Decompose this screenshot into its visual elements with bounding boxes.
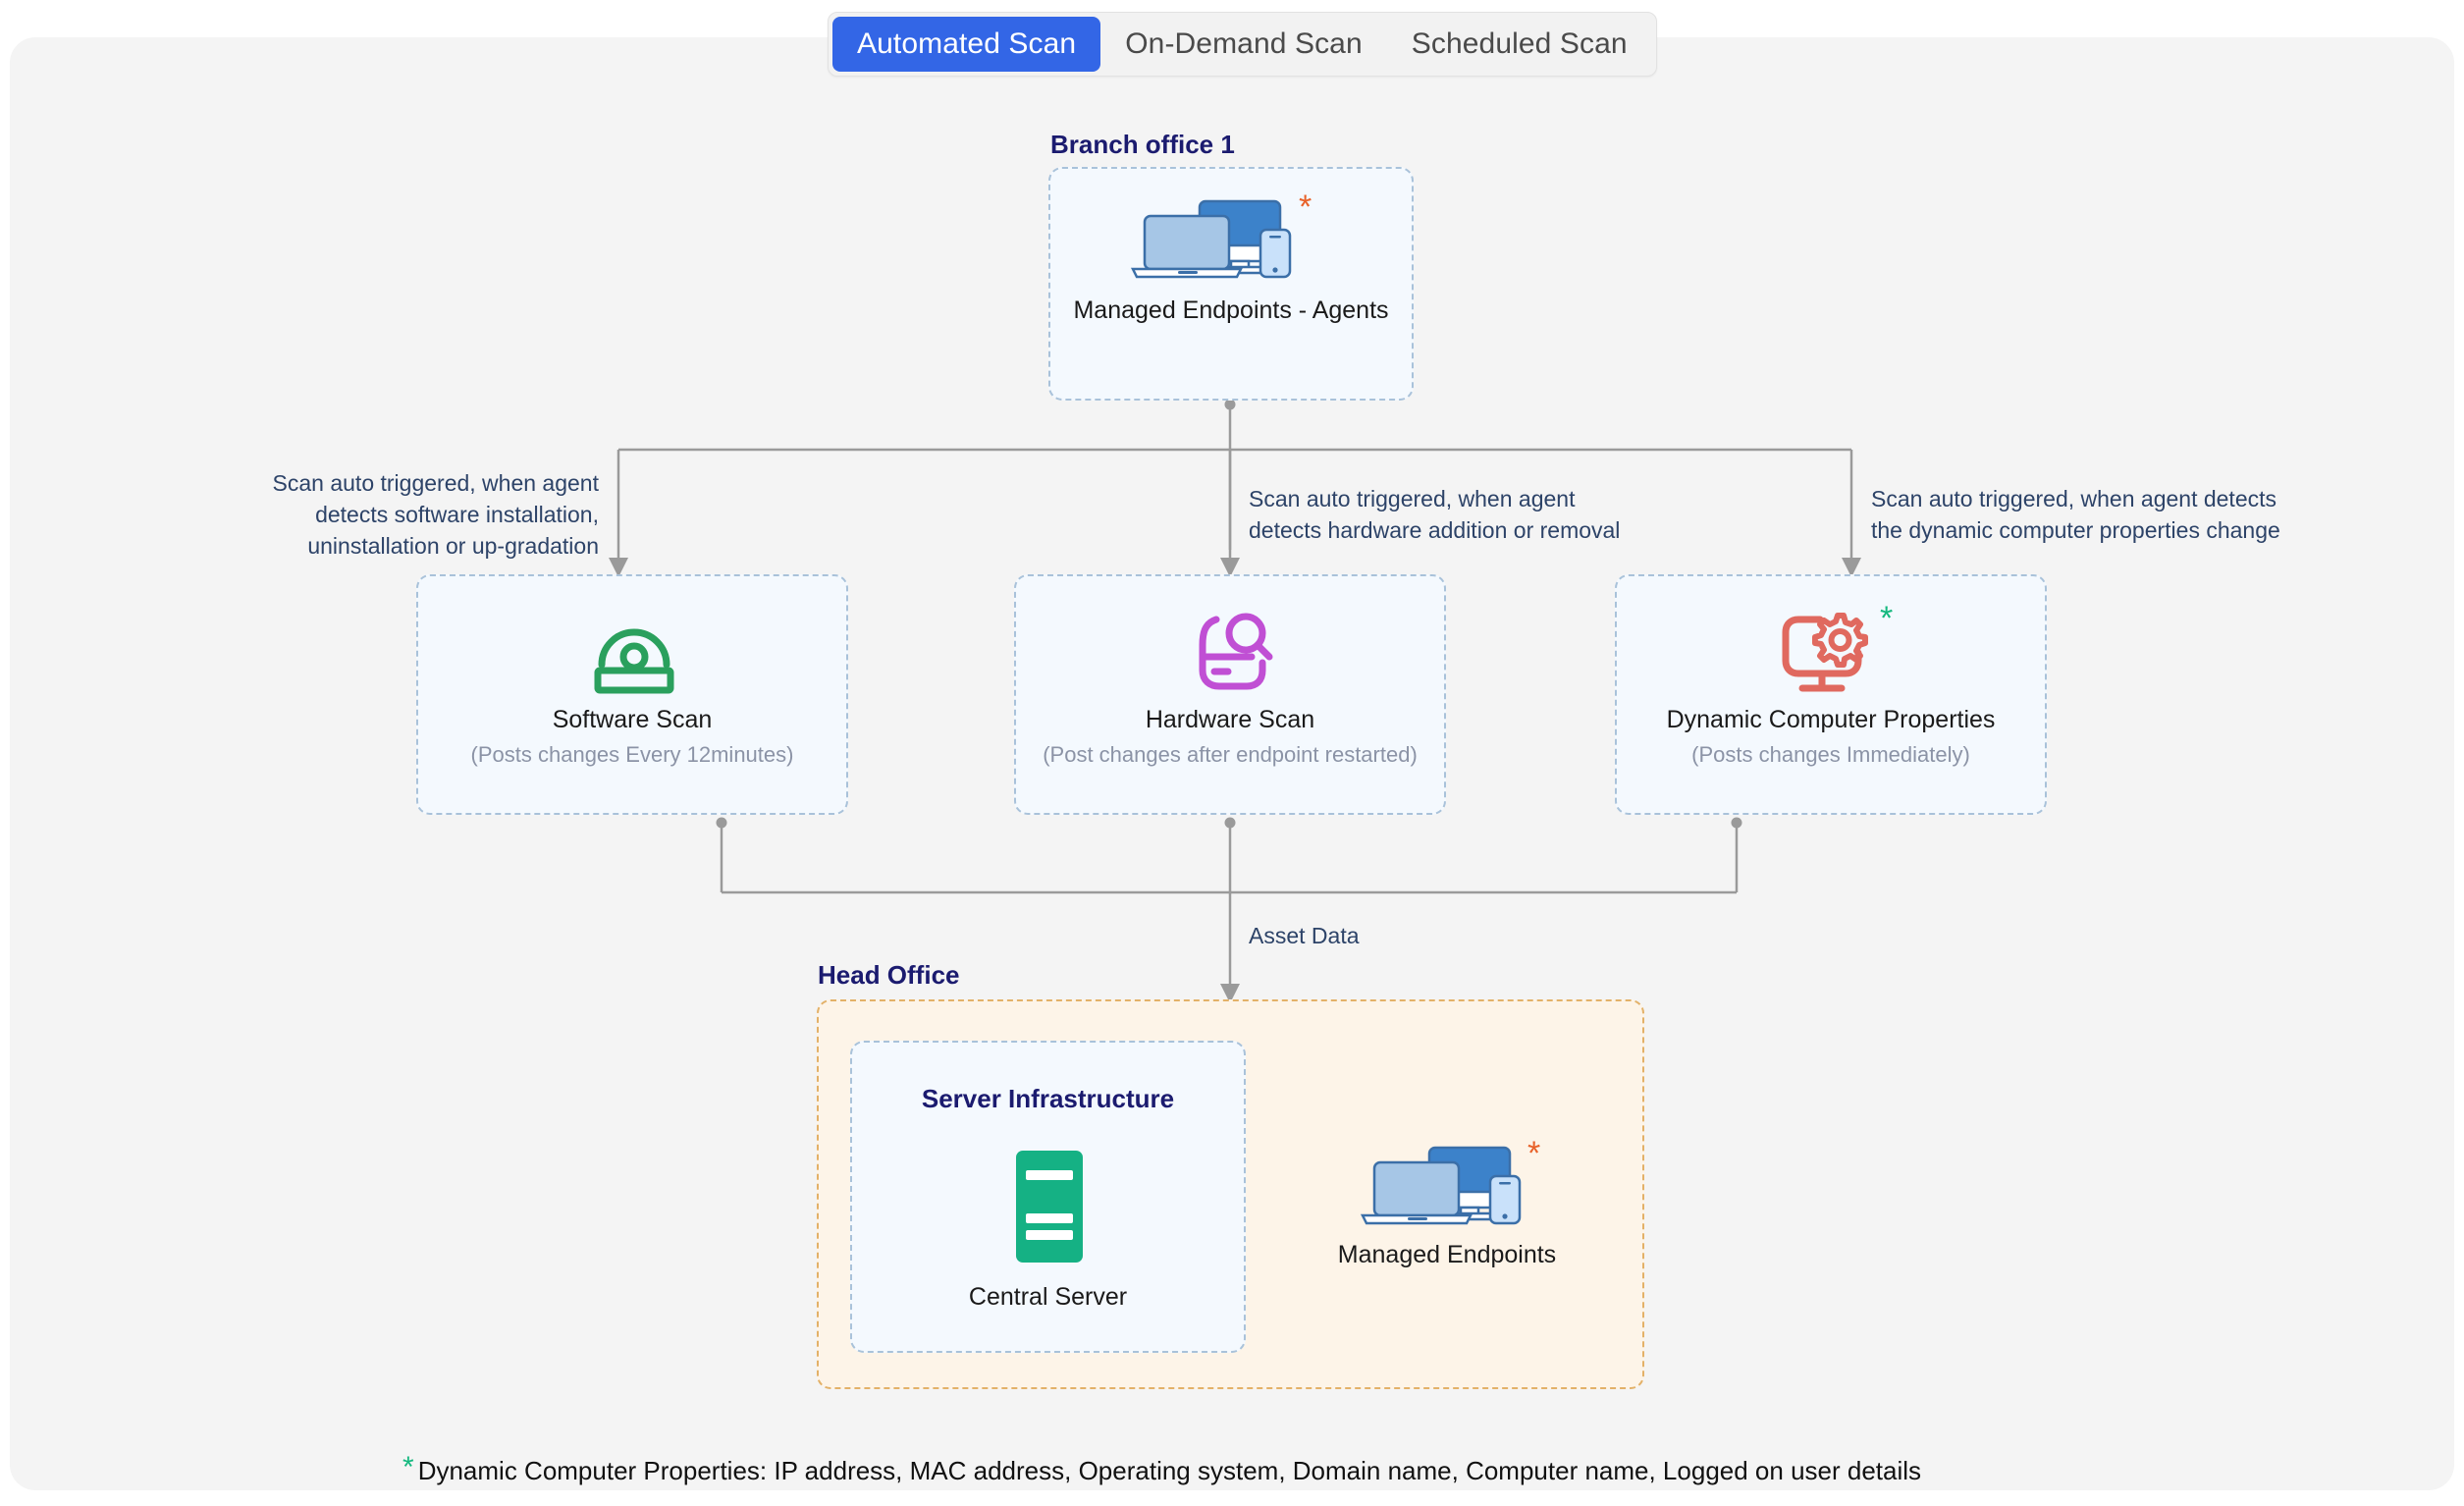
branch-office-box: * Managed Endpoints - Agents — [1048, 167, 1414, 401]
dynamic-properties-subtitle: (Posts changes Immediately) — [1691, 742, 1970, 767]
footnote-text: Dynamic Computer Properties: IP address,… — [417, 1456, 1922, 1485]
head-office-title: Head Office — [818, 960, 960, 990]
software-scan-box: Software Scan (Posts changes Every 12min… — [416, 574, 848, 815]
hardware-scan-subtitle: (Post changes after endpoint restarted) — [1043, 742, 1418, 767]
head-office-endpoints-asterisk: * — [1527, 1135, 1541, 1172]
branch-endpoints-label: Managed Endpoints - Agents — [1073, 296, 1389, 324]
dynamic-properties-box: * Dynamic Computer Properties (Posts cha… — [1615, 574, 2047, 815]
server-infrastructure-box: Server Infrastructure Central Server — [850, 1041, 1246, 1353]
tab-scheduled-scan[interactable]: Scheduled Scan — [1411, 27, 1628, 60]
head-office-box: Server Infrastructure Central Server — [817, 999, 1644, 1389]
dynamic-properties-icon — [1777, 610, 1881, 698]
dynamic-properties-asterisk: * — [1880, 600, 1894, 637]
central-server-label: Central Server — [968, 1283, 1128, 1311]
dynamic-properties-title: Dynamic Computer Properties — [1666, 706, 1996, 733]
central-server-icon — [1011, 1149, 1088, 1264]
asset-data-label: Asset Data — [1249, 923, 1360, 948]
server-infrastructure-title: Server Infrastructure — [921, 1084, 1175, 1113]
hardware-scan-box: Hardware Scan (Post changes after endpoi… — [1014, 574, 1446, 815]
branch-endpoints-asterisk: * — [1299, 188, 1312, 226]
software-scan-title: Software Scan — [552, 706, 713, 733]
footnote: *Dynamic Computer Properties: IP address… — [402, 1451, 1921, 1486]
annotation-dynamic-properties: Scan auto triggered, when agent detects … — [1871, 486, 2280, 543]
tab-on-demand-scan[interactable]: On-Demand Scan — [1125, 27, 1363, 60]
branch-office-title: Branch office 1 — [1050, 130, 1235, 159]
annotation-hardware-scan: Scan auto triggered, when agent detects … — [1249, 486, 1621, 543]
annotation-software-scan: Scan auto triggered, when agent detects … — [272, 470, 599, 559]
head-office-managed-endpoints-icon — [1359, 1143, 1535, 1231]
software-scan-icon — [590, 614, 678, 694]
hardware-scan-icon — [1191, 612, 1277, 696]
footnote-asterisk: * — [402, 1451, 414, 1483]
head-office-endpoints-label: Managed Endpoints — [1337, 1241, 1557, 1268]
managed-endpoints-agents-icon — [1129, 196, 1306, 285]
software-scan-subtitle: (Posts changes Every 12minutes) — [470, 742, 794, 767]
hardware-scan-title: Hardware Scan — [1145, 706, 1315, 733]
scan-mode-tabs[interactable]: Automated Scan On-Demand Scan Scheduled … — [828, 12, 1657, 77]
tab-automated-scan[interactable]: Automated Scan — [832, 17, 1101, 72]
